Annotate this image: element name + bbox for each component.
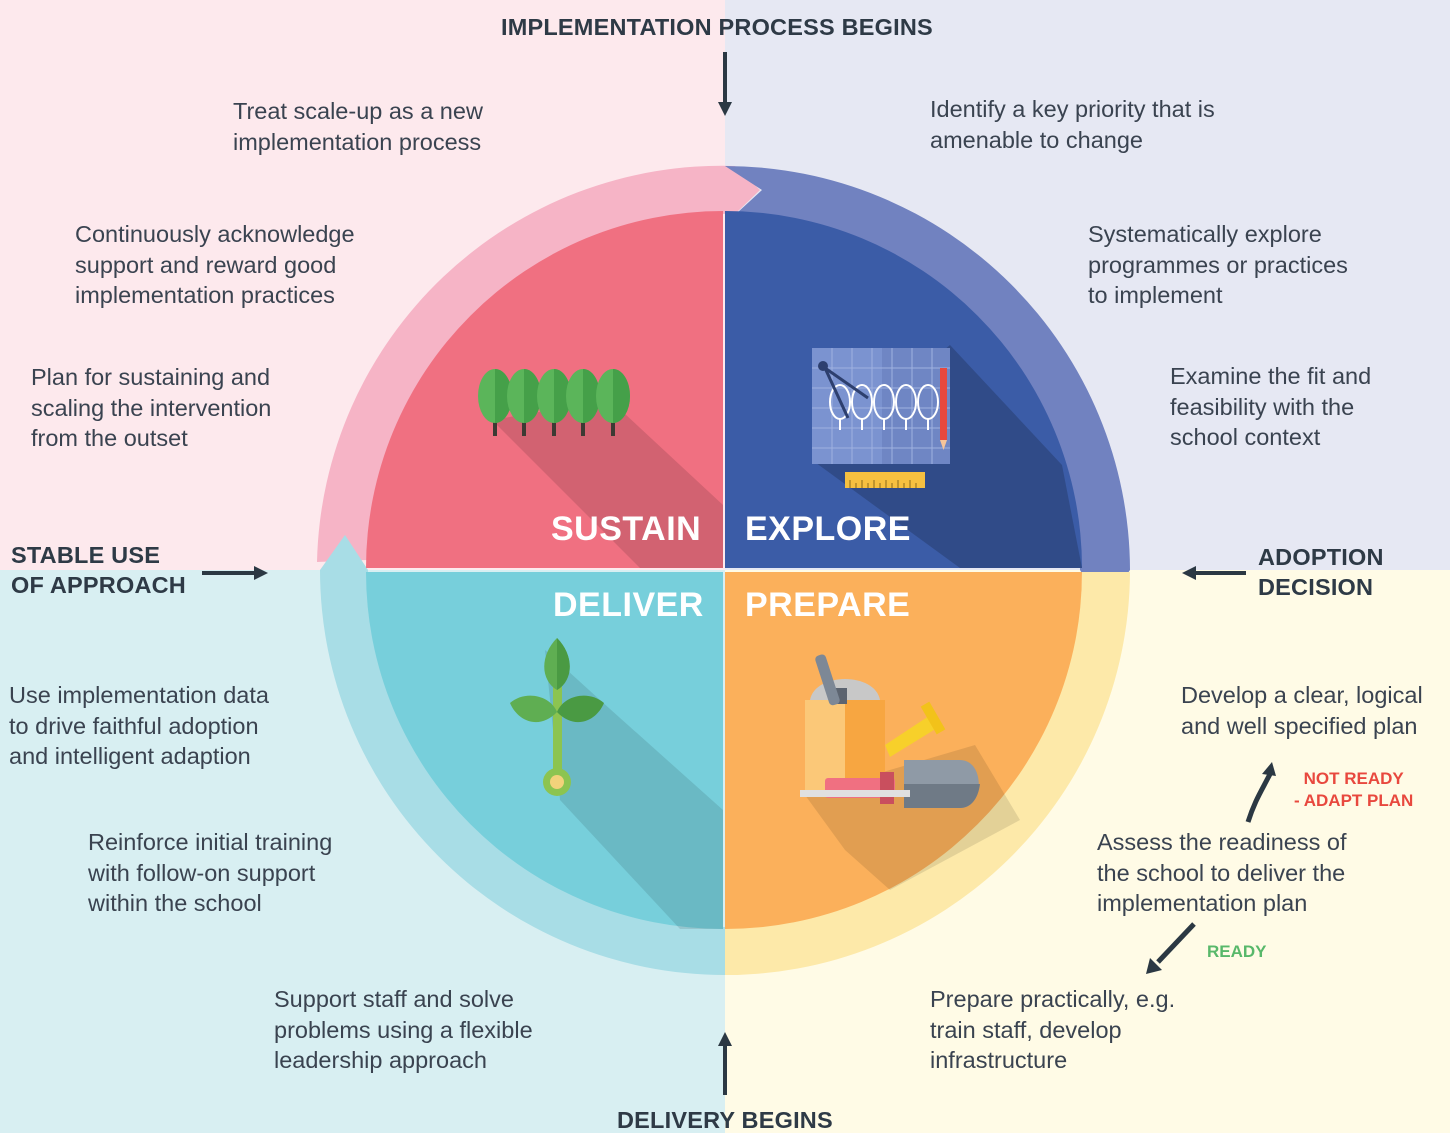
step-sustain-1: Treat scale-up as a new implementation p… — [233, 98, 483, 155]
header-stable-use: STABLE USE OF APPROACH — [11, 542, 186, 598]
ring-arc-prepare — [690, 572, 1130, 976]
quadrant-label-prepare: PREPARE — [745, 586, 911, 624]
shadow-deliver — [545, 650, 723, 929]
step-explore-2: Systematically explore programmes or pra… — [1088, 221, 1348, 308]
ring-arc-deliver — [320, 535, 725, 975]
header-implementation-begins: IMPLEMENTATION PROCESS BEGINS — [501, 14, 933, 40]
header-delivery-begins: DELIVERY BEGINS — [617, 1107, 833, 1133]
step-prepare-2: Assess the readiness of the school to de… — [1097, 829, 1347, 916]
step-sustain-2: Continuously acknowledge support and rew… — [75, 221, 355, 308]
step-deliver-2: Reinforce initial training with follow-o… — [88, 829, 333, 916]
status-not-ready: NOT READY - ADAPT PLAN — [1294, 769, 1414, 810]
step-explore-3: Examine the fit and feasibility with the… — [1170, 363, 1372, 450]
arrow-adoption-decision — [1182, 566, 1246, 580]
arrow-ready — [1146, 922, 1196, 974]
quadrant-label-explore: EXPLORE — [745, 510, 911, 548]
step-sustain-3: Plan for sustaining and scaling the inte… — [31, 364, 272, 451]
quadrant-label-sustain: SUSTAIN — [551, 510, 702, 548]
step-explore-1: Identify a key priority that is amenable… — [930, 96, 1215, 153]
quadrant-label-deliver: DELIVER — [553, 586, 704, 624]
step-prepare-1: Develop a clear, logical and well specif… — [1181, 682, 1423, 739]
step-deliver-3: Support staff and solve problems using a… — [274, 986, 533, 1073]
ring-arc-sustain — [317, 165, 760, 562]
arrow-delivery-begins — [718, 1032, 732, 1095]
shadow-sustain — [492, 400, 723, 568]
blueprint-icon — [812, 348, 950, 488]
status-ready: READY — [1207, 942, 1267, 961]
quadrant-deliver — [366, 572, 723, 929]
step-deliver-1: Use implementation data to drive faithfu… — [9, 682, 269, 769]
step-prepare-3: Prepare practically, e.g. train staff, d… — [930, 986, 1176, 1073]
arrow-not-ready — [1245, 762, 1276, 823]
arrow-stable-use — [202, 566, 268, 580]
ring-arc-explore — [725, 166, 1130, 608]
trees-icon — [478, 369, 630, 436]
header-adoption-decision: ADOPTION DECISION — [1258, 544, 1384, 600]
quadrant-prepare — [725, 572, 1082, 929]
arrow-implementation-begins — [718, 52, 732, 116]
watering-can-icon — [800, 654, 980, 808]
seedling-icon — [510, 638, 604, 796]
